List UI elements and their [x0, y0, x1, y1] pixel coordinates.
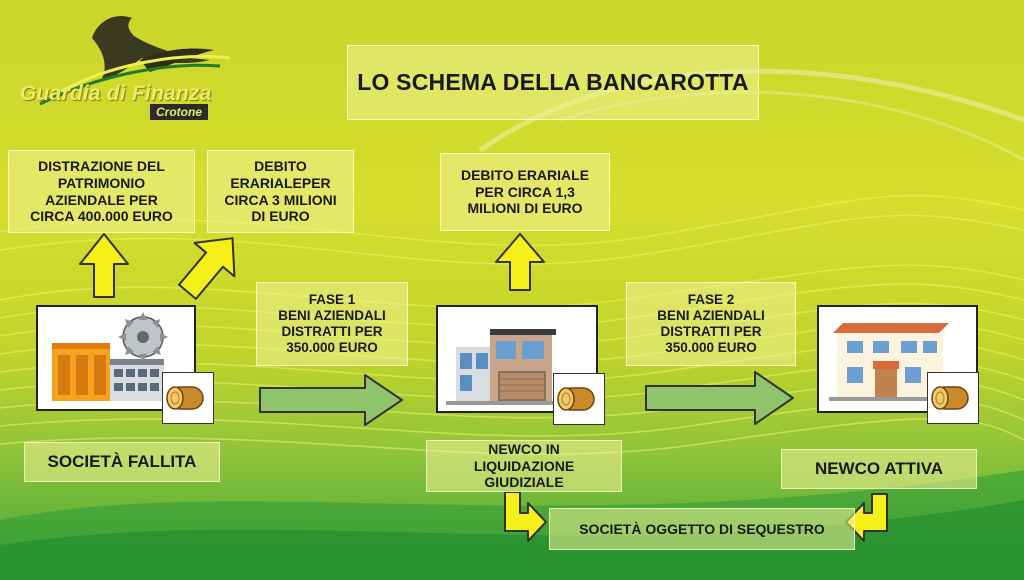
wood-log-icon [927, 372, 979, 424]
diagonal-arrow-icon [178, 237, 236, 300]
bent-arrow-icon-right [845, 493, 888, 542]
debito-3m-box: DEBITO ERARIALEPER CIRCA 3 MILIONI DI EU… [207, 150, 354, 233]
societa-fallita-label: SOCIETÀ FALLITA [24, 442, 220, 482]
sequestro-label: SOCIETÀ OGGETTO DI SEQUESTRO [549, 508, 855, 550]
logo-name: Guardia di Finanza [20, 82, 212, 105]
logo-sub: Crotone [150, 104, 208, 120]
up-arrow-icon-2 [495, 233, 545, 291]
green-arrow-icon-1 [259, 374, 403, 426]
newco-liquidazione-label: NEWCO IN LIQUIDAZIONE GIUDIZIALE [426, 440, 622, 492]
up-arrow-icon-1 [79, 233, 129, 298]
distrazione-box: DISTRAZIONE DEL PATRIMONIO AZIENDALE PER… [8, 150, 195, 233]
newco-attiva-label: NEWCO ATTIVA [781, 449, 977, 489]
villa-icon [829, 323, 959, 401]
wood-log-icon [162, 372, 214, 424]
modern-house-icon [446, 329, 586, 405]
green-arrow-icon-2 [645, 371, 794, 425]
debito-1-3m-box: DEBITO ERARIALE PER CIRCA 1,3 MILIONI DI… [440, 153, 610, 231]
wood-log-icon [553, 373, 605, 425]
page-title: LO SCHEMA DELLA BANCAROTTA [347, 45, 759, 120]
bent-arrow-icon-left [504, 491, 547, 542]
fase1-box: FASE 1 BENI AZIENDALI DISTRATTI PER 350.… [256, 282, 408, 366]
factory-icon [52, 343, 164, 401]
saw-blade-icon [118, 312, 168, 362]
factory-card [36, 305, 196, 411]
fase2-box: FASE 2 BENI AZIENDALI DISTRATTI PER 350.… [626, 282, 796, 366]
